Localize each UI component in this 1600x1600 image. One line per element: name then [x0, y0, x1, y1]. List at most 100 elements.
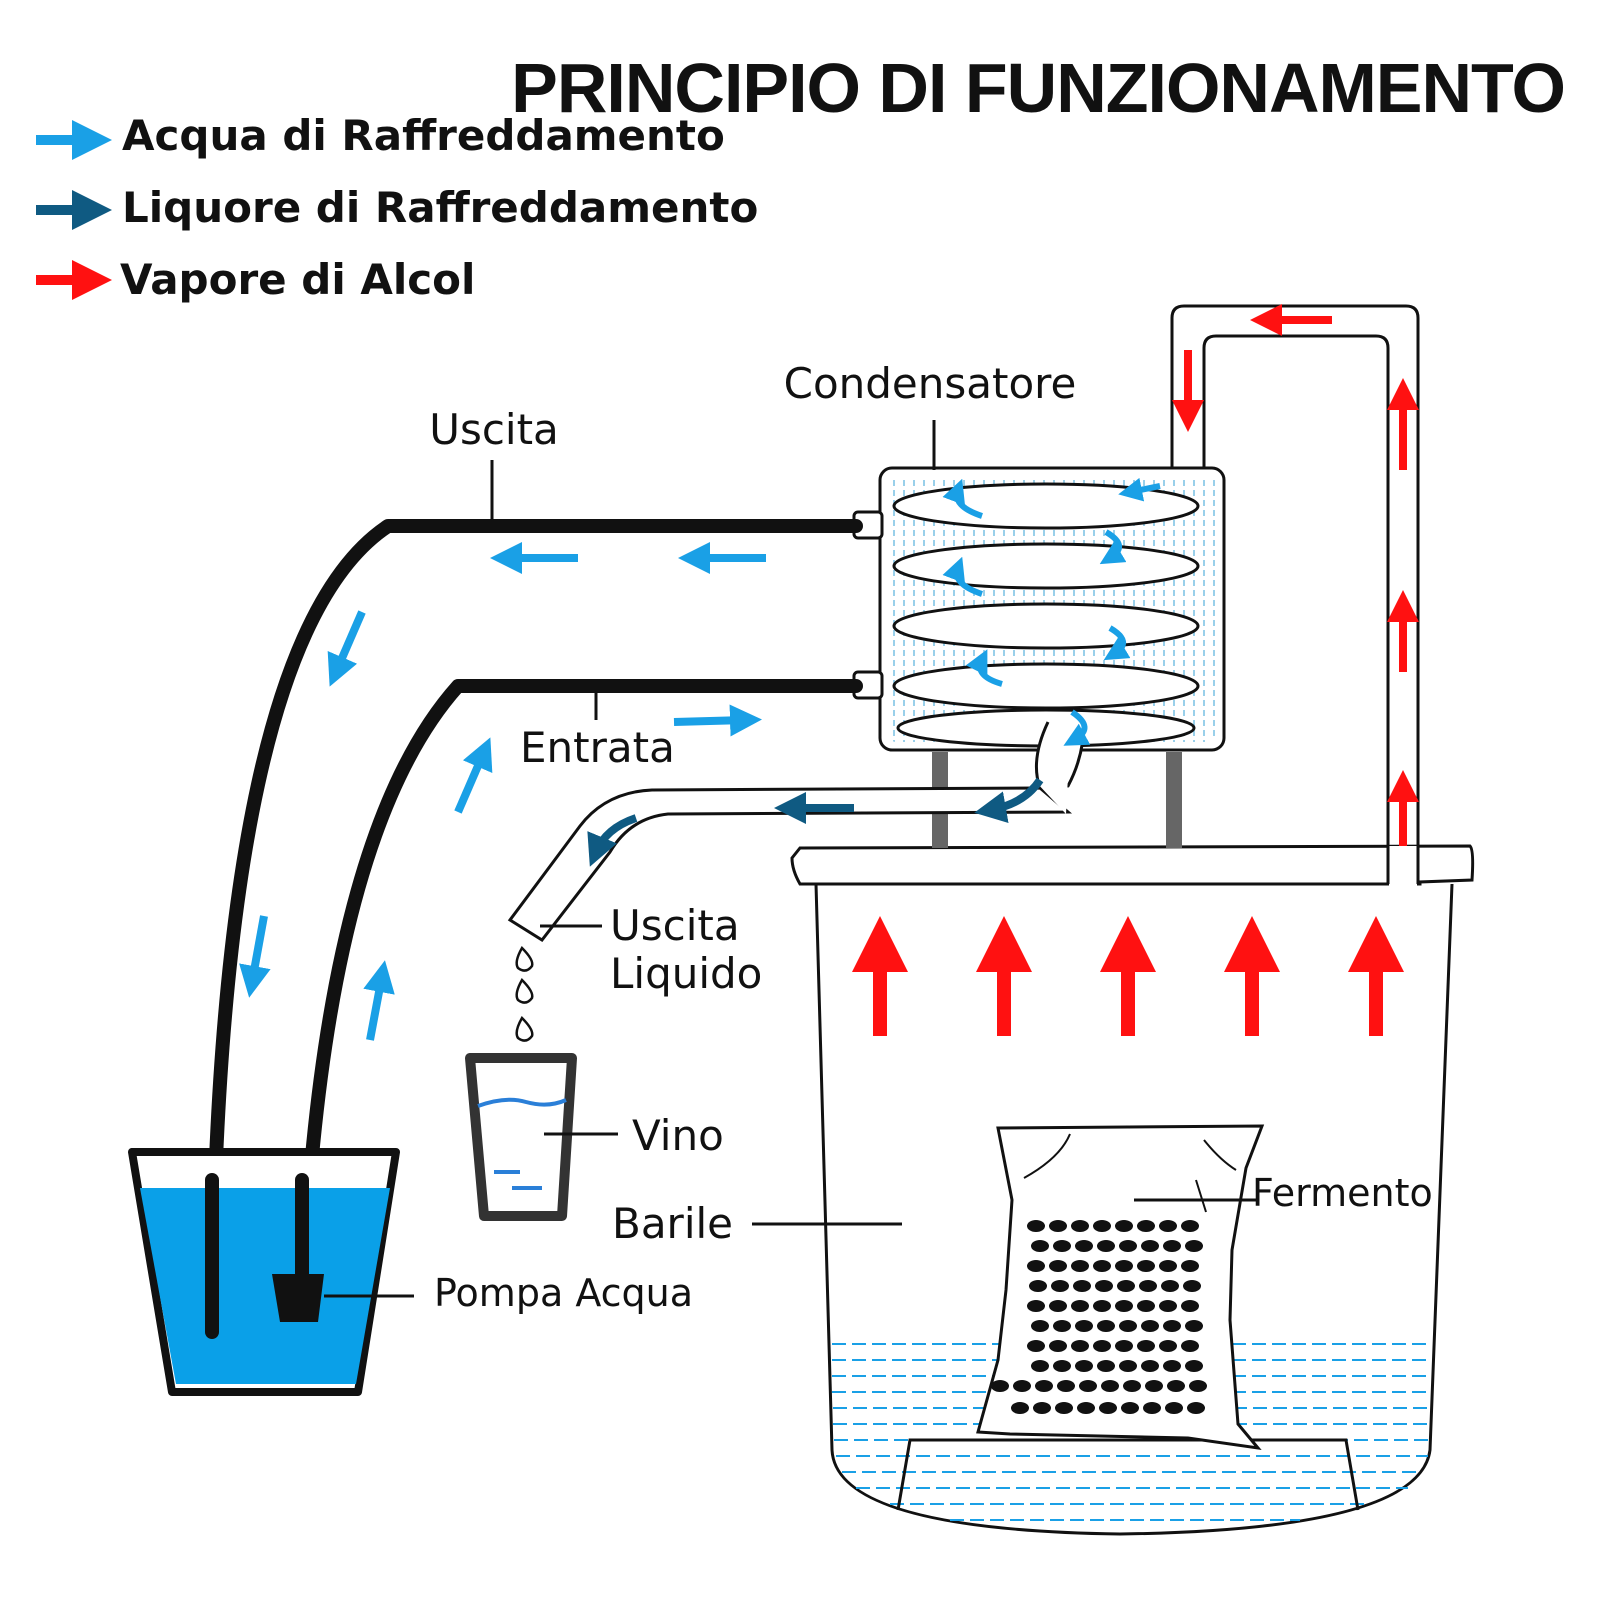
grain-dot	[1117, 1280, 1135, 1292]
condenser: Condensatore	[784, 359, 1226, 790]
vapor-pipe	[1170, 304, 1420, 880]
grain-dot	[1163, 1320, 1181, 1332]
label-entrata: Entrata	[520, 723, 675, 772]
grain-dot	[1161, 1280, 1179, 1292]
grain-dot	[1027, 1300, 1045, 1312]
grain-dot	[1163, 1360, 1181, 1372]
grain-dot	[1095, 1280, 1113, 1292]
label-uscita-liquido-1: Uscita	[610, 901, 740, 950]
cooling-water-arrows	[239, 542, 766, 1041]
grain-dot	[1163, 1240, 1181, 1252]
grain-dot	[1071, 1300, 1089, 1312]
grain-dot	[1145, 1380, 1163, 1392]
grain-dot	[1101, 1380, 1119, 1392]
barrel-lid	[790, 844, 1475, 886]
label-fermento: Fermento	[1252, 1171, 1433, 1215]
grain-dot	[1115, 1260, 1133, 1272]
grain-dot	[1121, 1402, 1139, 1414]
grain-dot	[1185, 1360, 1203, 1372]
condenser-leg-right	[1166, 752, 1182, 848]
grain-dot	[1049, 1260, 1067, 1272]
grain-dot	[1187, 1402, 1205, 1414]
vapor-arrows-pipe	[1172, 304, 1419, 846]
liquid-drops	[515, 945, 534, 1042]
grain-dot	[1029, 1280, 1047, 1292]
grain-dot	[1123, 1380, 1141, 1392]
grain-dot	[1049, 1300, 1067, 1312]
grain-dot	[1137, 1220, 1155, 1232]
grain-dot	[1049, 1220, 1067, 1232]
label-condensatore: Condensatore	[784, 359, 1077, 408]
water-bucket	[128, 1148, 400, 1396]
legend-label-alcohol-vapor: Vapore di Alcol	[120, 255, 475, 304]
grain-dot	[1185, 1240, 1203, 1252]
legend-label-cooling-water: Acqua di Raffreddamento	[122, 111, 725, 160]
water-pump	[272, 1274, 324, 1322]
grain-dot	[1033, 1402, 1051, 1414]
grain-dot	[1093, 1300, 1111, 1312]
grain-dot	[1181, 1300, 1199, 1312]
grain-dot	[1049, 1340, 1067, 1352]
grain-dot	[1141, 1360, 1159, 1372]
grain-dot	[1053, 1320, 1071, 1332]
label-barile: Barile	[612, 1199, 733, 1248]
grain-dot	[1141, 1320, 1159, 1332]
grain-dot	[1119, 1240, 1137, 1252]
grain-dot	[1027, 1340, 1045, 1352]
grain-dot	[1097, 1360, 1115, 1372]
legend: Acqua di Raffreddamento Liquore di Raffr…	[36, 111, 758, 304]
grain-dot	[1027, 1260, 1045, 1272]
grain-dot	[1073, 1280, 1091, 1292]
drop-icon	[515, 1015, 534, 1042]
grain-dot	[1185, 1320, 1203, 1332]
ferment-bag	[976, 1124, 1265, 1451]
grain-dot	[1159, 1260, 1177, 1272]
liquor-outlet-pipe	[507, 776, 1073, 942]
grain-dot	[1077, 1402, 1095, 1414]
grain-dot	[1097, 1240, 1115, 1252]
grain-dot	[1031, 1320, 1049, 1332]
grain-dot	[1119, 1320, 1137, 1332]
grain-dot	[1141, 1240, 1159, 1252]
coil-flow-arrows	[942, 477, 1161, 746]
grain-dot	[1181, 1220, 1199, 1232]
label-uscita: Uscita	[429, 405, 559, 454]
grain-dot	[1115, 1300, 1133, 1312]
grain-dot	[1167, 1380, 1185, 1392]
grain-dot	[1181, 1340, 1199, 1352]
grain-dot	[1031, 1360, 1049, 1372]
grain-dot	[1183, 1280, 1201, 1292]
label-uscita-liquido-2: Liquido	[610, 949, 762, 998]
grain-dot	[1071, 1340, 1089, 1352]
grain-dot	[1099, 1402, 1117, 1414]
grain-dot	[1137, 1300, 1155, 1312]
grain-dot	[1115, 1340, 1133, 1352]
grain-dot	[1093, 1220, 1111, 1232]
grain-dot	[1053, 1360, 1071, 1372]
cooling-liquor-arrows	[587, 777, 1044, 867]
grain-dot	[1031, 1240, 1049, 1252]
grain-dot	[1093, 1340, 1111, 1352]
legend-label-cooling-liquor: Liquore di Raffreddamento	[122, 183, 758, 232]
grain-dot	[1013, 1380, 1031, 1392]
grain-dot	[1137, 1260, 1155, 1272]
label-pompa-acqua: Pompa Acqua	[434, 1271, 693, 1315]
grain-dot	[1057, 1380, 1075, 1392]
grain-dot	[1115, 1220, 1133, 1232]
grain-dot	[1159, 1340, 1177, 1352]
grain-dot	[1027, 1220, 1045, 1232]
grain-dot	[1071, 1260, 1089, 1272]
grain-dot	[1055, 1402, 1073, 1414]
bag-stand	[896, 1438, 1360, 1511]
grain-dot	[1181, 1260, 1199, 1272]
drop-icon	[515, 977, 534, 1004]
grain-dot	[1159, 1220, 1177, 1232]
grain-dot	[1139, 1280, 1157, 1292]
vapor-arrows-barrel	[852, 916, 1404, 1036]
grain-dot	[1143, 1402, 1161, 1414]
grain-dot	[1079, 1380, 1097, 1392]
grain-dot	[1051, 1280, 1069, 1292]
grain-dot	[991, 1380, 1009, 1392]
grain-dot	[1071, 1220, 1089, 1232]
